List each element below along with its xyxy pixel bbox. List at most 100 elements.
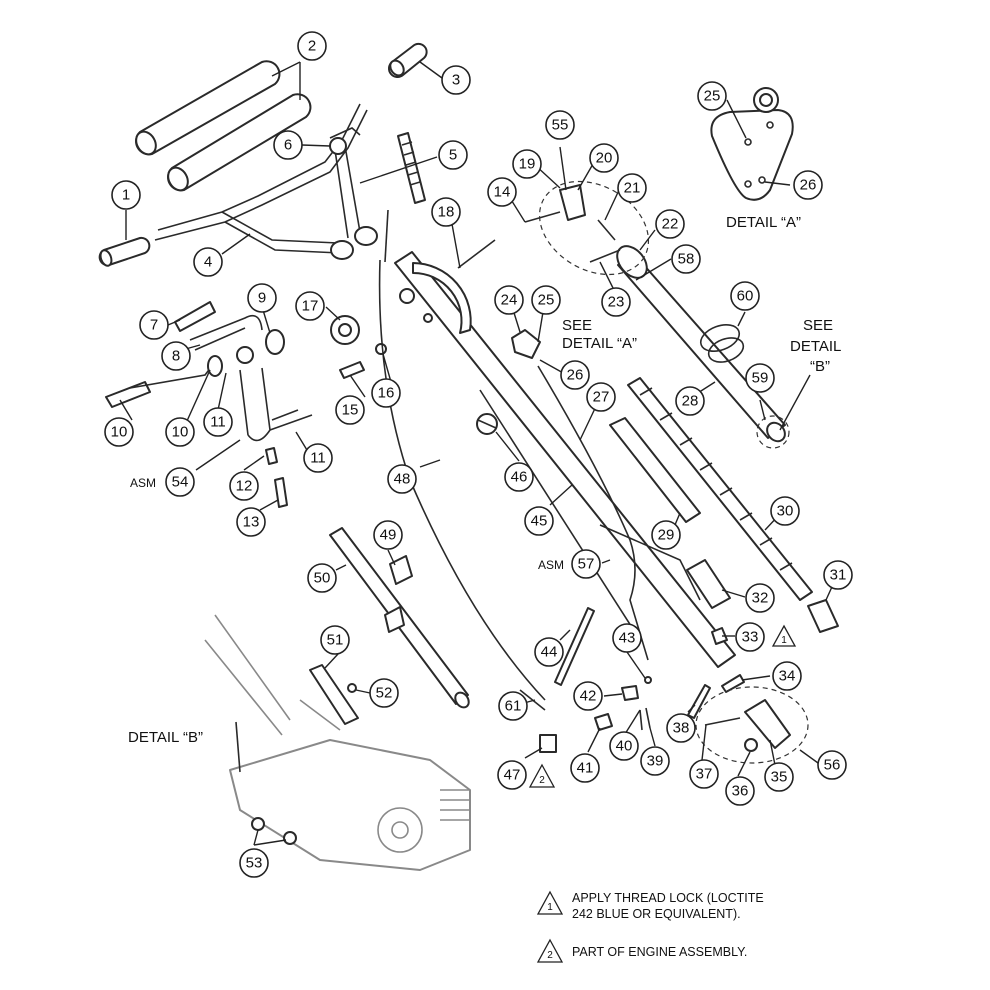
svg-text:2: 2 — [547, 950, 553, 961]
detail-a-title: DETAIL “A” — [726, 214, 801, 231]
svg-text:27: 27 — [593, 389, 610, 406]
callout-33: 33 — [735, 622, 765, 652]
callout-21: 21 — [617, 173, 647, 203]
legend-triangle-1: 1 — [536, 890, 564, 915]
svg-text:26: 26 — [800, 177, 817, 194]
svg-text:60: 60 — [737, 288, 754, 305]
part-long-spring — [627, 377, 813, 601]
callout-53: 53 — [239, 848, 269, 878]
callout-24: 24 — [494, 285, 524, 315]
part-grommet — [476, 413, 498, 435]
see-detail-a-line2: DETAIL “A” — [562, 335, 637, 352]
svg-text:40: 40 — [616, 738, 633, 755]
svg-text:18: 18 — [438, 204, 455, 221]
callout-27: 27 — [586, 382, 616, 412]
part-block — [594, 713, 613, 731]
see-detail-b-line2: DETAIL — [790, 338, 841, 355]
callout-25-main: 25 — [531, 285, 561, 315]
callout-57: 57 — [571, 549, 601, 579]
callout-49: 49 — [373, 520, 403, 550]
part-spring-small — [265, 447, 278, 465]
svg-text:25: 25 — [704, 88, 721, 105]
part-bracket — [511, 329, 541, 359]
part-bracket-group — [704, 699, 791, 752]
asm-label-57: ASM — [538, 558, 564, 572]
callout-47: 47 — [497, 760, 527, 790]
part-bolt — [457, 239, 496, 269]
svg-text:28: 28 — [682, 393, 699, 410]
see-detail-a-line1: SEE — [562, 317, 592, 334]
callout-28: 28 — [675, 386, 705, 416]
svg-text:14: 14 — [494, 184, 511, 201]
legend-triangle-2: 2 — [536, 938, 564, 963]
part-grip-tubes — [135, 60, 312, 192]
callout-40: 40 — [609, 731, 639, 761]
part-small-nut — [644, 676, 652, 684]
callout-16: 16 — [371, 378, 401, 408]
svg-text:24: 24 — [501, 292, 518, 309]
callout-17: 17 — [295, 291, 325, 321]
callout-54: 54 — [165, 467, 195, 497]
part-detail-b-rod — [235, 721, 241, 773]
part-short-spring — [721, 674, 745, 693]
callout-13: 13 — [236, 507, 266, 537]
svg-text:10: 10 — [111, 424, 128, 441]
callout-61: 61 — [498, 691, 528, 721]
svg-text:34: 34 — [779, 668, 796, 685]
legend-note1-line1: APPLY THREAD LOCK (LOCTITE — [572, 891, 764, 905]
svg-text:4: 4 — [204, 254, 212, 271]
svg-text:1: 1 — [547, 902, 553, 913]
callout-51: 51 — [320, 625, 350, 655]
warning-triangle-47: 2 — [528, 763, 556, 788]
svg-text:7: 7 — [150, 317, 158, 334]
part-long-tube — [617, 254, 786, 443]
callout-41: 41 — [570, 753, 600, 783]
callout-48: 48 — [387, 464, 417, 494]
svg-text:61: 61 — [505, 698, 522, 715]
svg-text:21: 21 — [624, 180, 641, 197]
callout-42: 42 — [573, 681, 603, 711]
svg-text:3: 3 — [452, 72, 460, 89]
callout-2: 2 — [297, 31, 327, 61]
svg-text:58: 58 — [678, 251, 695, 268]
callout-3: 3 — [441, 65, 471, 95]
svg-text:46: 46 — [511, 469, 528, 486]
svg-text:6: 6 — [284, 137, 292, 154]
part-label-strip — [609, 417, 701, 523]
part-cable-27 — [537, 365, 649, 661]
callout-44: 44 — [534, 637, 564, 667]
callout-4: 4 — [193, 247, 223, 277]
part-hinge-group — [524, 184, 621, 263]
svg-text:41: 41 — [577, 760, 594, 777]
part-spacer — [339, 361, 365, 379]
part-cable-45 — [479, 389, 641, 641]
svg-text:55: 55 — [552, 117, 569, 134]
callout-52: 52 — [369, 678, 399, 708]
svg-text:48: 48 — [394, 471, 411, 488]
callout-29: 29 — [651, 520, 681, 550]
svg-text:9: 9 — [258, 290, 266, 307]
svg-text:39: 39 — [647, 753, 664, 770]
svg-text:36: 36 — [732, 783, 749, 800]
callout-14: 14 — [487, 177, 517, 207]
leader-lines — [119, 61, 837, 846]
callout-37: 37 — [689, 759, 719, 789]
callout-11a: 11 — [203, 407, 233, 437]
svg-text:26: 26 — [567, 367, 584, 384]
part-rings — [699, 324, 745, 363]
legend: 1 APPLY THREAD LOCK (LOCTITE 242 BLUE OR… — [536, 890, 764, 963]
callout-23: 23 — [601, 287, 631, 317]
part-nut — [375, 343, 387, 355]
svg-text:12: 12 — [236, 478, 253, 495]
svg-text:15: 15 — [342, 402, 359, 419]
callout-36: 36 — [725, 776, 755, 806]
see-detail-b-line3: “B” — [810, 358, 830, 375]
svg-text:54: 54 — [172, 474, 189, 491]
svg-text:37: 37 — [696, 766, 713, 783]
callout-39: 39 — [640, 746, 670, 776]
callout-55: 55 — [545, 110, 575, 140]
detail-outline-55 — [538, 180, 650, 276]
part-drawings — [98, 42, 839, 871]
callout-25-detail-a: 25 — [697, 81, 727, 111]
